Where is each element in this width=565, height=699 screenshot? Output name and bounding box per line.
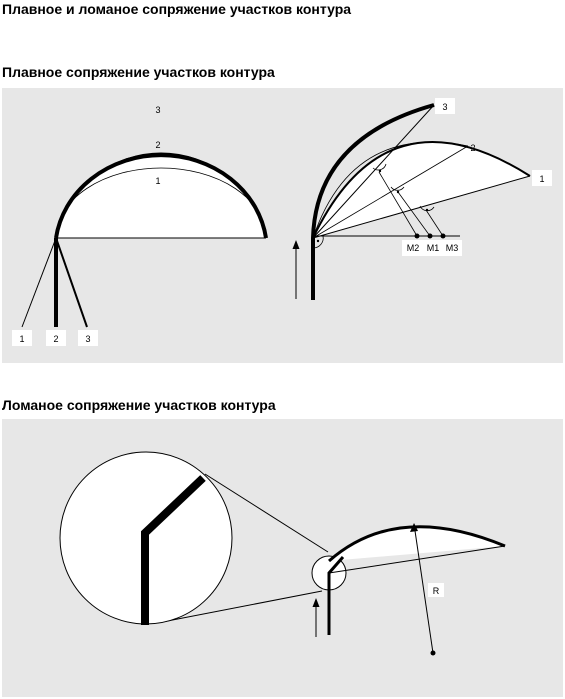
- radius-line: [413, 523, 434, 654]
- center-label-m1: M1: [427, 243, 440, 253]
- arc-3-large: [55, 152, 267, 239]
- broken-chord: [328, 545, 506, 574]
- radius-center-point: [430, 650, 436, 656]
- section-title-broken: Ломаное сопряжение участков контура: [2, 397, 276, 413]
- radius-line-m2: [378, 171, 418, 237]
- center-label-m2: M2: [407, 243, 420, 253]
- right-label-box-1: [532, 170, 552, 186]
- entry-line-3: [55, 237, 88, 328]
- radius-line-m3: [425, 209, 444, 237]
- center-point-m3: [440, 233, 446, 239]
- line-label-3: 3: [85, 334, 90, 344]
- left-figure: 3 2 1 1 2 3: [12, 105, 268, 346]
- right-angle-dot-3: [425, 208, 429, 212]
- right-angle-dot-1: [378, 169, 382, 173]
- center-label-box: [402, 240, 462, 256]
- right-arc-label-2: 2: [470, 143, 475, 153]
- right-arc-1: [312, 141, 531, 239]
- section-title-smooth: Плавное сопряжение участков контура: [2, 64, 275, 80]
- direction-arrow-head-2: [312, 598, 320, 607]
- radius-label: R: [433, 586, 440, 596]
- broken-transition-panel: R: [2, 419, 563, 697]
- right-chord-1: [312, 175, 531, 239]
- broken-transition-diagram: R: [59, 451, 506, 656]
- right-label-box-3: [435, 98, 455, 114]
- right-angle-mark-4: [312, 235, 324, 249]
- radius-arrow-head: [410, 523, 418, 532]
- line-label-box-2: [46, 330, 66, 346]
- arc-1-thin: [55, 167, 267, 239]
- arc-2-thick: [54, 153, 268, 239]
- right-angle-mark-2: [390, 186, 405, 191]
- smooth-transition-diagram: 3 2 1 1 2 3: [12, 98, 552, 346]
- entry-line-1: [21, 237, 57, 328]
- right-arc-2: [312, 141, 469, 239]
- direction-arrow-head: [292, 240, 300, 249]
- right-arc-label-3: 3: [442, 102, 447, 112]
- right-arc-label-1: 1: [539, 174, 544, 184]
- arc-label-1: 1: [155, 176, 160, 186]
- right-angle-dot-2: [396, 190, 400, 194]
- broken-entry-path: [327, 556, 345, 635]
- page-title: Плавное и ломаное сопряжение участков ко…: [2, 1, 352, 17]
- right-angle-dot-4: [316, 239, 320, 243]
- magnified-corner-path: [141, 475, 206, 625]
- right-arc-3: [311, 103, 435, 239]
- radius-label-box: [428, 583, 444, 597]
- line-label-1: 1: [19, 334, 24, 344]
- center-label-m3: M3: [446, 243, 459, 253]
- line-label-box-3: [78, 330, 98, 346]
- line-label-box-1: [12, 330, 32, 346]
- magnifier-line-bottom: [156, 590, 323, 624]
- right-chord-3: [312, 104, 435, 239]
- arc-label-3: 3: [155, 105, 160, 115]
- smooth-transition-panel: 3 2 1 1 2 3: [2, 88, 563, 363]
- line-label-2: 2: [53, 334, 58, 344]
- right-figure: 3 2 1 M2 M1 M3: [292, 98, 552, 300]
- radius-line-m1: [397, 191, 431, 237]
- center-point-m1: [427, 233, 433, 239]
- center-point-m2: [414, 233, 420, 239]
- arc-label-2: 2: [155, 140, 160, 150]
- magnifier-line-top: [204, 473, 329, 553]
- right-angle-mark-1: [372, 163, 387, 171]
